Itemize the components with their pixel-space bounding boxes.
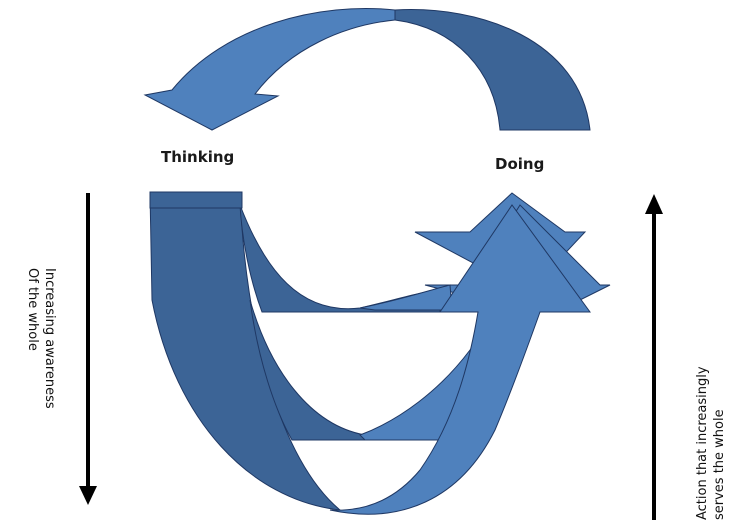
left-down-arrow bbox=[79, 193, 97, 505]
left-arrowhead bbox=[79, 486, 97, 505]
top-curved-arrow bbox=[145, 8, 590, 130]
right-arrowhead bbox=[645, 194, 663, 214]
doing-label: Doing bbox=[495, 155, 544, 173]
thinking-label: Thinking bbox=[161, 148, 234, 166]
right-axis-label-line2: serves the whole bbox=[711, 366, 728, 520]
left-band-cap bbox=[150, 192, 242, 208]
right-axis-label-line1: Action that increasingly bbox=[694, 366, 711, 520]
right-up-arrow bbox=[645, 194, 663, 520]
top-arrow-light-band bbox=[145, 8, 395, 130]
left-axis-label-line1: Increasing awareness bbox=[41, 268, 58, 409]
left-axis-label-line2: Of the whole bbox=[24, 268, 41, 409]
lower-spiral-arrows bbox=[150, 192, 610, 514]
left-axis-label: Increasing awareness Of the whole bbox=[24, 268, 58, 409]
top-arrow-dark-band bbox=[395, 10, 590, 130]
right-axis-label: Action that increasingly serves the whol… bbox=[694, 366, 728, 520]
trough-light-upper bbox=[360, 285, 452, 310]
